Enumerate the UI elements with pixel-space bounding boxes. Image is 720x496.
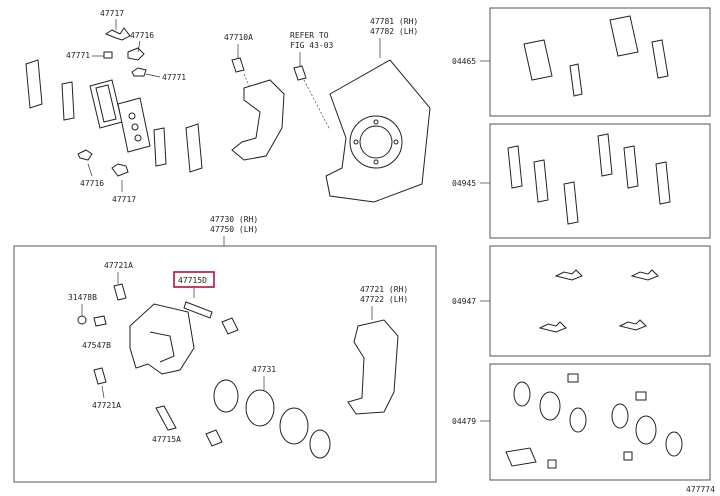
- bolt-icon: [293, 65, 307, 81]
- piston-boot-icon: [635, 415, 657, 445]
- boot-icon: [623, 451, 633, 461]
- label-47716-bottom[interactable]: 47716: [80, 179, 104, 188]
- shim-icon: [533, 159, 549, 203]
- clip-icon: [554, 269, 583, 281]
- bolt-icon: [231, 57, 245, 73]
- shim-icon: [25, 59, 43, 109]
- brake-pad-icon: [117, 97, 151, 153]
- label-47721A-top[interactable]: 47721A: [104, 261, 133, 270]
- shim-icon: [651, 39, 669, 79]
- caliper-bracket-icon: [231, 79, 285, 161]
- figure-id: 477774: [686, 485, 715, 494]
- label-47771-right[interactable]: 47771: [162, 73, 186, 82]
- kit-04945: 04945: [452, 123, 711, 239]
- boot-icon: [547, 459, 557, 469]
- guide-pin-icon: [155, 405, 177, 431]
- clip-icon: [111, 163, 129, 177]
- label-47782[interactable]: 47782 (LH): [370, 27, 418, 36]
- label-47716-top[interactable]: 47716: [130, 31, 154, 40]
- mounting-bracket-group: 47710A REFER TO FIG 43-03 47781 (RH) 477…: [224, 17, 431, 203]
- set-ring-icon: [665, 431, 683, 457]
- shim-icon: [655, 161, 671, 205]
- label-47717-bottom[interactable]: 47717: [112, 195, 136, 204]
- boot-icon: [205, 429, 223, 447]
- seal-kit-box[interactable]: [489, 363, 711, 481]
- shim-icon: [623, 145, 639, 189]
- kit-04465: 04465: [452, 7, 711, 117]
- pad-clip-icon: [127, 47, 145, 61]
- seal-ring-icon: [569, 407, 587, 433]
- bushing-icon: [113, 283, 127, 301]
- bleeder-cap-icon: [77, 315, 87, 325]
- label-47717-top[interactable]: 47717: [100, 9, 124, 18]
- dust-cover-icon: [325, 59, 431, 203]
- shim-kit-box[interactable]: [489, 123, 711, 239]
- seal-ring-icon: [513, 381, 531, 407]
- refer-note-line1[interactable]: REFER TO: [290, 31, 329, 40]
- clip-icon: [77, 149, 93, 161]
- boot-icon: [635, 391, 647, 401]
- bleeder-plug-icon: [93, 315, 107, 327]
- label-31478B[interactable]: 31478B: [68, 293, 97, 302]
- shim-icon: [185, 123, 203, 173]
- boot-icon: [221, 317, 239, 335]
- seal-ring-icon: [213, 379, 239, 413]
- shim-icon: [563, 181, 579, 225]
- shim-icon: [61, 81, 75, 121]
- brake-pad-icon: [523, 39, 553, 81]
- label-47715A[interactable]: 47715A: [152, 435, 181, 444]
- brake-pad-icon: [89, 79, 123, 129]
- label-04479[interactable]: 04479: [452, 417, 476, 426]
- piston-boot-icon: [279, 407, 309, 445]
- clip-icon: [630, 269, 659, 281]
- clip-icon: [131, 67, 147, 77]
- shim-icon: [507, 145, 523, 189]
- label-47781[interactable]: 47781 (RH): [370, 17, 418, 26]
- label-47731[interactable]: 47731: [252, 365, 276, 374]
- piston-icon: [245, 389, 275, 427]
- caliper-body-icon: [129, 303, 195, 375]
- caliper-assembly-box: [13, 245, 437, 483]
- shim-icon: [569, 63, 583, 97]
- label-47721[interactable]: 47721 (RH): [360, 285, 408, 294]
- bushing-icon: [93, 367, 107, 385]
- kit-04947: 04947: [452, 245, 711, 357]
- caliper-group: 47721A 47715D 31478B 47547B 47721A 47715…: [68, 261, 408, 459]
- label-47547B[interactable]: 47547B: [82, 341, 111, 350]
- label-47730[interactable]: 47730 (RH): [210, 215, 258, 224]
- caliper-mounting-icon: [347, 319, 399, 415]
- guide-pin-icon: [183, 301, 213, 319]
- grease-pack-icon: [505, 447, 537, 467]
- highlight-box[interactable]: [173, 271, 215, 288]
- label-47721A-bottom[interactable]: 47721A: [92, 401, 121, 410]
- label-47722[interactable]: 47722 (LH): [360, 295, 408, 304]
- pad-kit-box[interactable]: [489, 7, 711, 117]
- clip-icon: [538, 321, 567, 333]
- label-04947[interactable]: 04947: [452, 297, 476, 306]
- piston-boot-icon: [539, 391, 561, 421]
- shim-icon: [597, 133, 613, 177]
- clip-icon: [618, 319, 647, 331]
- seal-ring-icon: [611, 403, 629, 429]
- shim-clip-icon: [103, 51, 113, 59]
- boot-icon: [567, 373, 579, 383]
- shim-icon: [153, 127, 167, 167]
- clip-kit-box[interactable]: [489, 245, 711, 357]
- label-04465[interactable]: 04465: [452, 57, 476, 66]
- brake-pad-icon: [609, 15, 639, 57]
- label-04945[interactable]: 04945: [452, 179, 476, 188]
- label-47710A[interactable]: 47710A: [224, 33, 253, 42]
- refer-note-line2[interactable]: FIG 43-03: [290, 41, 334, 50]
- label-47750[interactable]: 47750 (LH): [210, 225, 258, 234]
- set-ring-icon: [309, 429, 331, 459]
- kit-04479: 04479: [452, 363, 711, 481]
- pad-clip-icon: [104, 27, 131, 41]
- brake-pad-group: 47717 47716 47771 47771 47716 47717: [25, 9, 203, 204]
- label-47715D[interactable]: 47715D: [178, 276, 207, 285]
- label-47771-left[interactable]: 47771: [66, 51, 90, 60]
